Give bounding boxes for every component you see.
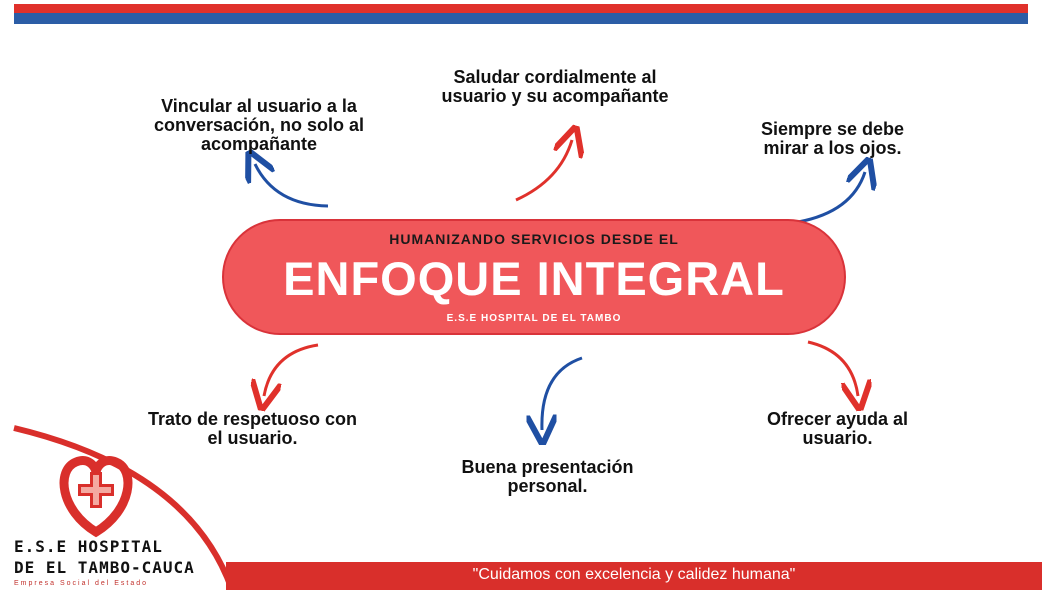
footer-slogan: "Cuidamos con excelencia y calidez human… [472, 566, 796, 583]
heart-cross-logo-icon [59, 456, 133, 538]
arrow-to-ayuda [807, 340, 858, 396]
item-trato: Trato de respetuoso con el usuario. [147, 409, 358, 448]
arrow-to-mirar [797, 172, 865, 224]
logo-line1: E.S.E HOSPITAL [14, 537, 163, 556]
header-red-stripe [14, 4, 1028, 13]
item-vincular: Vincular al usuario a la conversación, n… [153, 96, 365, 154]
logo-line2: DE EL TAMBO-CAUCA [14, 558, 195, 577]
header-blue-stripe [14, 13, 1028, 24]
logo-tagline: Empresa Social del Estado [14, 580, 149, 587]
item-saludar: Saludar cordialmente al usuario y su aco… [441, 67, 669, 106]
central-heading: HUMANIZANDO SERVICIOS DESDE EL [389, 231, 679, 247]
arrow-to-trato [264, 343, 319, 396]
item-presentacion: Buena presentación personal. [461, 457, 634, 496]
footer-bar [226, 562, 1042, 590]
arrow-to-presentacion [542, 356, 583, 430]
arrow-to-saludar [515, 140, 572, 202]
item-mirar: Siempre se debe mirar a los ojos. [760, 119, 905, 158]
central-subtitle: E.S.E HOSPITAL DE EL TAMBO [446, 313, 622, 324]
central-pill [222, 219, 846, 335]
logo-arc [13, 425, 235, 590]
central-title: ENFOQUE INTEGRAL [283, 252, 785, 305]
item-ayuda: Ofrecer ayuda al usuario. [766, 409, 909, 448]
arrow-to-vincular [255, 164, 329, 208]
